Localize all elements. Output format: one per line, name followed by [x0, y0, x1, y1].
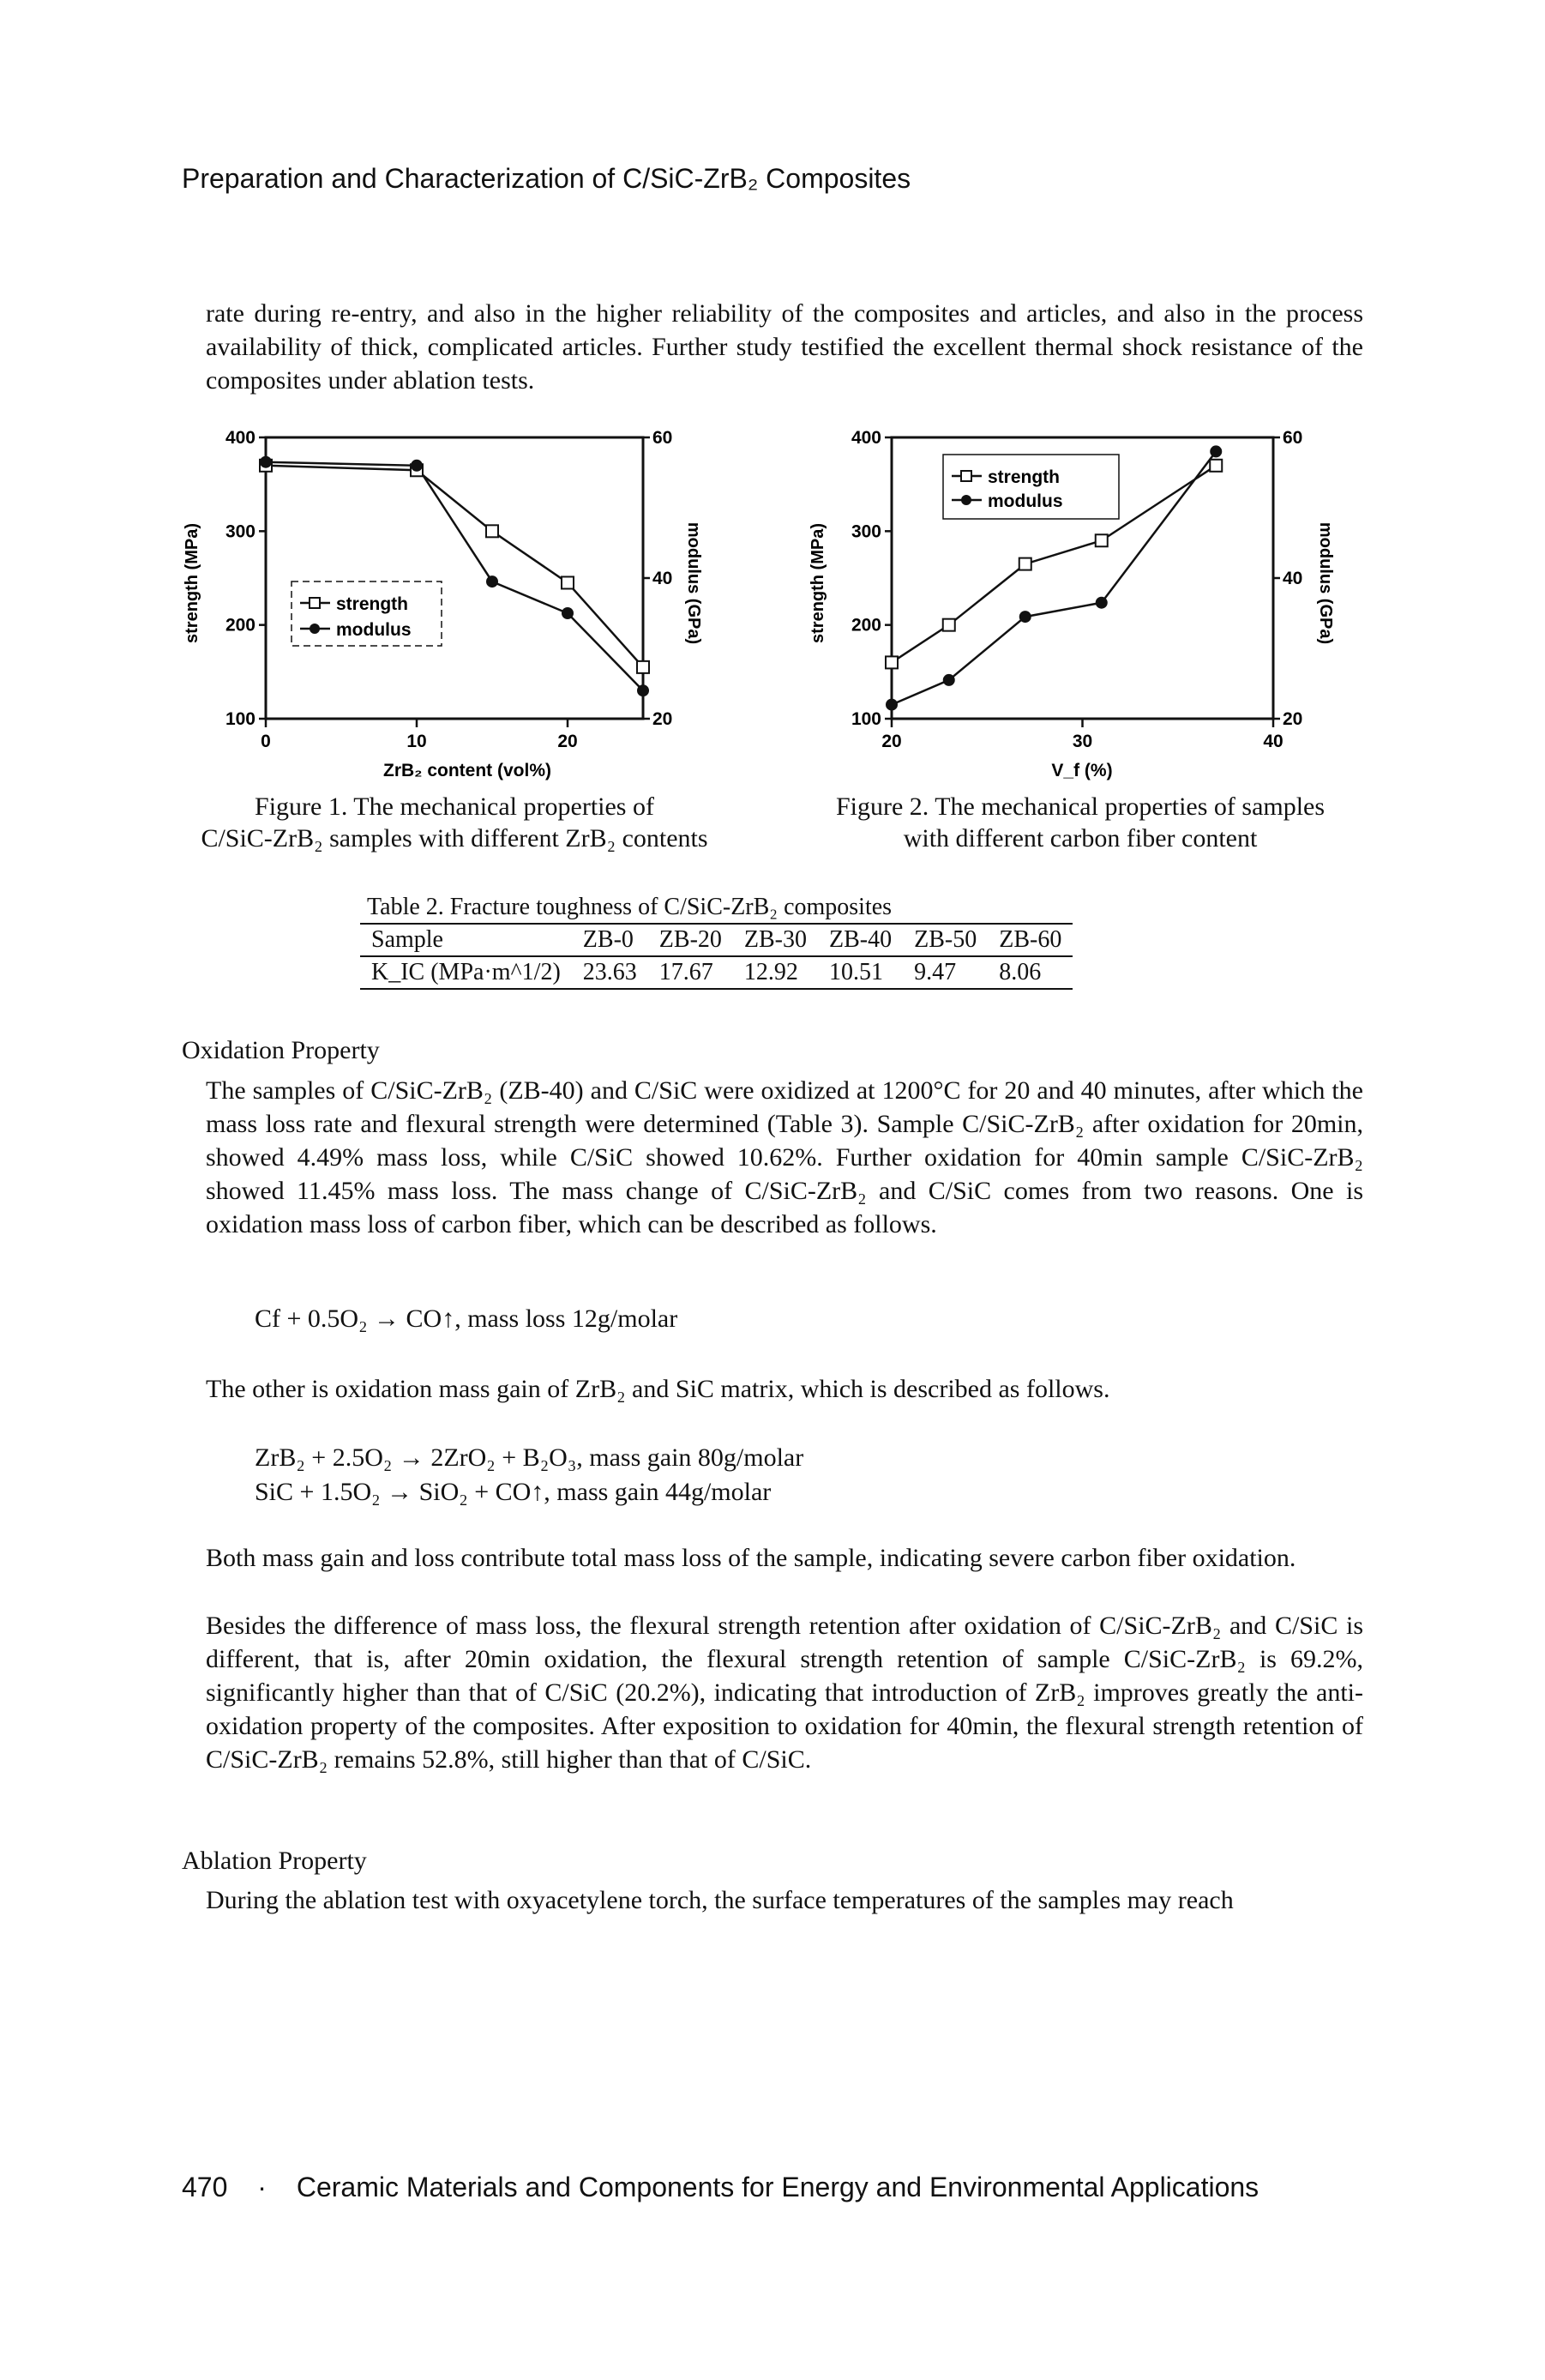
figure-1-chart: 0 10 20 100 200 300 400 20 40 60 strength modulus… [183, 428, 703, 780]
figure-2-modulus-point [942, 673, 955, 686]
legend-modulus-marker [961, 495, 971, 505]
figure-1-frame [264, 436, 645, 720]
footer-separator: · [257, 2172, 267, 2202]
table-header-zb50: ZB-50 [903, 924, 989, 957]
figure-1-strength-point [561, 575, 574, 590]
table-2-caption: Table 2. Fracture toughness of C/SiC-ZrB… [360, 892, 1073, 925]
figure-1-y2label: modulus (GPa) [684, 522, 703, 644]
ablation-heading: Ablation Property [182, 1847, 367, 1875]
page-footer: 470 · Ceramic Materials and Components f… [182, 2172, 1259, 2203]
figure-2-caption-line-1: Figure 2. The mechanical properties of s… [835, 792, 1326, 821]
figure-2-y-tick-label: 400 [851, 428, 881, 448]
figure-1-caption: Figure 1. The mechanical properties of C… [154, 791, 754, 854]
figure-1-strength-point [485, 524, 499, 539]
figure-1-caption-line-1: Figure 1. The mechanical properties of [255, 792, 654, 821]
figure-2-ylabel: strength (MPa) [809, 523, 827, 643]
table-header-zb40: ZB-40 [818, 924, 904, 957]
figure-2-modulus-point [1095, 596, 1108, 609]
figure-2-legend: strength modulus [942, 454, 1120, 520]
figure-1-y-tick-label: 200 [225, 616, 255, 636]
figure-2-strength-point [1094, 533, 1109, 548]
equation-3: SiC + 1.5O₂ → SiO₂ + CO↑, mass gain 44g/… [255, 1478, 772, 1506]
intro-paragraph: rate during re-entry, and also in the hi… [206, 299, 1363, 395]
figure-2-x-tick-label: 40 [1263, 732, 1283, 751]
legend-strength-label: strength [336, 594, 408, 614]
figure-2-y2-tick-label: 60 [1283, 428, 1302, 448]
figure-2-xlabel: V_f (%) [1051, 761, 1112, 780]
figure-2-strength-point [941, 618, 956, 632]
oxidation-paragraph-4: Besides the difference of mass loss, the… [206, 1612, 1363, 1774]
table-cell: 8.06 [988, 956, 1073, 990]
equation-2: ZrB₂ + 2.5O₂ → 2ZrO₂ + B₂O₃, mass gain 8… [255, 1443, 804, 1472]
figure-1-y2-tick-label: 60 [652, 428, 672, 448]
oxidation-paragraph-1: The samples of C/SiC-ZrB₂ (ZB-40) and C/… [206, 1076, 1363, 1238]
legend-strength-label: strength [988, 467, 1060, 487]
table-header-zb60: ZB-60 [988, 924, 1073, 957]
legend-modulus-label: modulus [988, 491, 1063, 511]
equation-1: Cf + 0.5O₂ → CO↑, mass loss 12g/molar [255, 1304, 678, 1333]
figure-1-modulus-line [265, 461, 644, 692]
figure-1-y-tick-label: 100 [225, 709, 255, 729]
figure-1-modulus-point [411, 459, 423, 472]
figure-2-y2-tick-label: 40 [1283, 569, 1302, 588]
figure-1-caption-line-2: C/SiC-ZrB₂ samples with different ZrB₂ c… [201, 824, 708, 853]
figure-2-strength-point [885, 655, 899, 670]
table-header-zb20: ZB-20 [647, 924, 733, 957]
oxidation-paragraph-2: The other is oxidation mass gain of ZrB₂… [206, 1375, 1110, 1403]
figure-2-y-tick-label: 200 [851, 616, 881, 636]
oxidation-heading: Oxidation Property [182, 1036, 380, 1064]
figure-2-x-tick-label: 20 [881, 732, 901, 751]
figure-1-y-tick-label: 300 [225, 521, 255, 541]
book-title: Ceramic Materials and Components for Ene… [296, 2172, 1259, 2202]
figure-1-xlabel: ZrB₂ content (vol%) [383, 761, 551, 780]
figure-2-y2label: modulus (GPa) [1316, 522, 1335, 644]
table-header-zb0: ZB-0 [571, 924, 648, 957]
figure-1-modulus-point [637, 684, 649, 697]
figure-1-y2-tick-label: 20 [652, 709, 672, 729]
figure-2-strength-point [1018, 557, 1032, 571]
table-cell: 12.92 [732, 956, 819, 990]
legend-strength-marker [960, 470, 972, 482]
table-header-sample: Sample [360, 924, 572, 957]
figure-1-x-tick-label: 0 [261, 732, 271, 751]
figure-2-y-tick-label: 300 [851, 521, 881, 541]
figure-2-caption: Figure 2. The mechanical properties of s… [780, 791, 1380, 854]
figure-2-x-tick-label: 30 [1073, 732, 1092, 751]
figure-1-ylabel: strength (MPa) [183, 523, 201, 643]
figure-1-modulus-point [486, 575, 498, 588]
figure-2-modulus-point [1210, 445, 1223, 458]
oxidation-paragraph-3: Both mass gain and loss contribute total… [206, 1544, 1296, 1572]
figure-2-modulus-point [1019, 611, 1031, 624]
legend-modulus-marker [310, 624, 320, 634]
table-cell: 10.51 [818, 956, 904, 990]
figure-1-modulus-point [562, 607, 574, 619]
table-row: K_IC (MPa·m^1/2) 23.63 17.67 12.92 10.51… [360, 956, 1073, 990]
figure-2-strength-point [1209, 458, 1223, 473]
figure-1-y-tick-label: 400 [225, 428, 255, 448]
running-head: Preparation and Characterization of C/Si… [182, 163, 911, 194]
table-cell: 23.63 [571, 956, 648, 990]
table-cell: 17.67 [647, 956, 733, 990]
table-2: Table 2. Fracture toughness of C/SiC-ZrB… [360, 892, 1073, 990]
legend-modulus-label: modulus [336, 620, 412, 640]
ablation-paragraph-1: During the ablation test with oxyacetyle… [206, 1886, 1234, 1914]
figure-1-x-tick-label: 20 [557, 732, 577, 751]
figure-2-y-tick-label: 100 [851, 709, 881, 729]
figure-2-modulus-point [886, 698, 898, 711]
legend-strength-marker [309, 597, 321, 609]
table-header-zb30: ZB-30 [732, 924, 819, 957]
figure-2-caption-line-2: with different carbon fiber content [903, 824, 1258, 853]
table-cell: 9.47 [903, 956, 989, 990]
figure-2-y2-tick-label: 20 [1283, 709, 1302, 729]
figure-1-y2-tick-label: 40 [652, 569, 672, 588]
page-number: 470 [182, 2172, 228, 2202]
figure-1-x-tick-label: 10 [406, 732, 426, 751]
figure-1-legend: strength modulus [291, 581, 442, 647]
figure-1-strength-point [636, 660, 650, 674]
figure-1-modulus-point [260, 455, 272, 468]
table-row-label: K_IC (MPa·m^1/2) [360, 956, 572, 990]
